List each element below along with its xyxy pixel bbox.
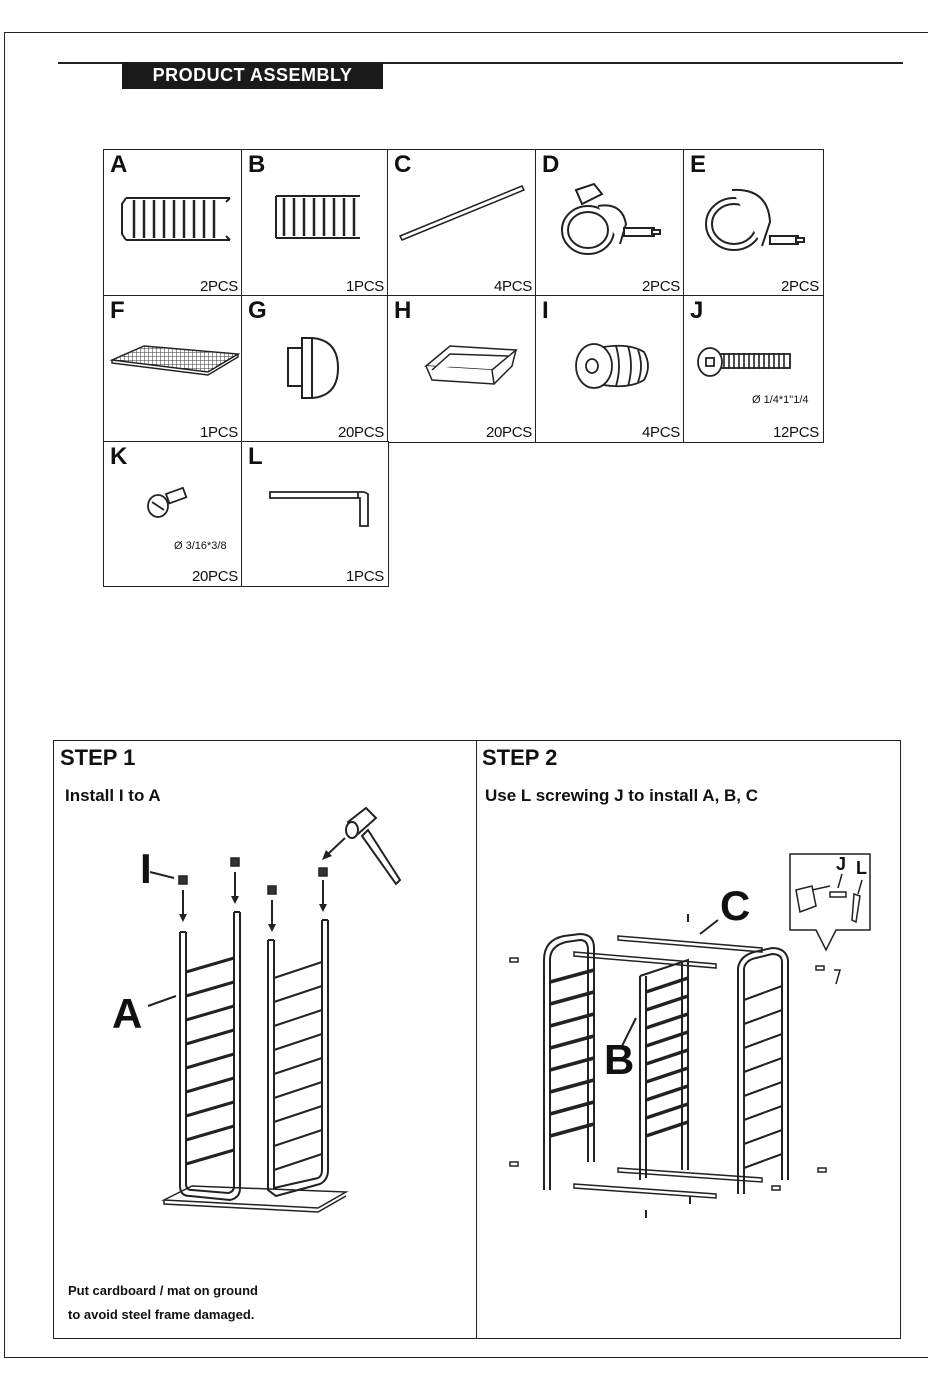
- step1-title: STEP 1: [60, 745, 135, 771]
- part-cell-e: E 2PCS: [683, 149, 824, 297]
- step2-instruction: Use L screwing J to install A, B, C: [485, 786, 758, 806]
- part-quantity: 20PCS: [192, 568, 238, 585]
- hammer-icon: [346, 808, 400, 884]
- part-cell-k: K Ø 3/16*3/8 20PCS: [103, 441, 243, 587]
- part-cell-h: H 20PCS: [387, 295, 537, 443]
- part-letter: B: [248, 152, 265, 178]
- part-cell-f: F 1PCS: [103, 295, 243, 443]
- part-cell-a: A 2PCS: [103, 149, 243, 297]
- callout-c: C: [720, 882, 750, 930]
- part-quantity: 1PCS: [346, 278, 384, 295]
- part-letter: D: [542, 152, 559, 178]
- hex-bolt-icon: [684, 296, 825, 444]
- part-cell-l: L 1PCS: [241, 441, 389, 587]
- part-letter: G: [248, 298, 267, 324]
- part-letter: A: [110, 152, 127, 178]
- step2-title: STEP 2: [482, 745, 557, 771]
- callout-i: I: [140, 845, 152, 893]
- part-letter: L: [248, 444, 263, 470]
- part-letter: F: [110, 298, 125, 324]
- part-quantity: 20PCS: [486, 424, 532, 441]
- step-divider: [476, 740, 477, 1339]
- part-cell-i: I 4PCS: [535, 295, 685, 443]
- part-letter: I: [542, 298, 549, 324]
- part-cell-b: B 1PCS: [241, 149, 389, 297]
- part-letter: H: [394, 298, 411, 324]
- part-letter: K: [110, 444, 127, 470]
- part-letter: J: [690, 298, 703, 324]
- top-mesh-panel-icon: [104, 296, 244, 444]
- allen-key-icon: [242, 442, 390, 588]
- callout-a: A: [112, 990, 142, 1038]
- part-quantity: 4PCS: [642, 424, 680, 441]
- part-cell-d: D 2PCS: [535, 149, 685, 297]
- part-cell-c: C 4PCS: [387, 149, 537, 297]
- part-spec: Ø 1/4*1"1/4: [752, 394, 809, 406]
- callout-b: B: [604, 1036, 634, 1084]
- part-quantity: 1PCS: [200, 424, 238, 441]
- step1-note-line2: to avoid steel frame damaged.: [68, 1303, 254, 1327]
- part-letter: E: [690, 152, 706, 178]
- part-quantity: 1PCS: [346, 568, 384, 585]
- part-quantity: 12PCS: [773, 424, 819, 441]
- callout-j: J: [836, 854, 846, 875]
- tube-plug-icon: [536, 296, 686, 444]
- parts-grid: A 2PCS B 1PCS C 4PCS: [103, 149, 824, 587]
- step1-note-line1: Put cardboard / mat on ground: [68, 1279, 258, 1303]
- part-quantity: 4PCS: [494, 278, 532, 295]
- part-quantity: 2PCS: [200, 278, 238, 295]
- part-cell-g: G 20PCS: [241, 295, 389, 443]
- part-spec: Ø 3/16*3/8: [174, 540, 227, 552]
- part-quantity: 2PCS: [642, 278, 680, 295]
- page-title: PRODUCT ASSEMBLY: [122, 62, 383, 89]
- part-quantity: 20PCS: [338, 424, 384, 441]
- part-letter: C: [394, 152, 411, 178]
- part-quantity: 2PCS: [781, 278, 819, 295]
- part-cell-j: J Ø 1/4*1"1/4 12PCS: [683, 295, 824, 443]
- step2-diagram: [500, 850, 880, 1230]
- callout-l: L: [856, 858, 867, 879]
